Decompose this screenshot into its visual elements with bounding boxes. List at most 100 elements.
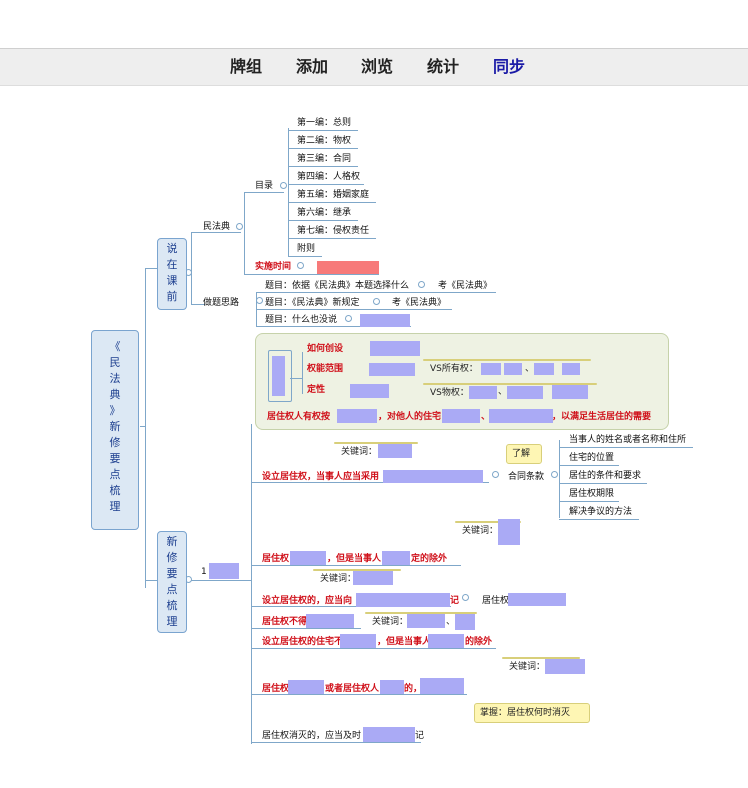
vs2-mask-2[interactable] [507,386,543,399]
juzhu2-mask-1[interactable] [290,551,326,565]
xiaomie-part-a[interactable]: 居住权消灭的，应当及时 [262,731,362,741]
sheli3-part-a[interactable]: 设立居住权的住宅不 [262,637,344,647]
node-mulu[interactable]: 目录 [255,181,274,191]
keyword-note-2[interactable]: 关键词： [455,521,521,536]
juzhu-main-part-a[interactable]: 居住权人有权按 [267,412,331,422]
sheli1-text[interactable]: 设立居住权，当事人应当采用 [262,472,380,482]
sheli3-mask-1[interactable] [340,634,376,648]
juzhu5-mask-3[interactable] [420,678,464,694]
nav-add[interactable]: 添加 [296,57,329,76]
q1-text[interactable]: 题目：依据《民法典》本题选择什么 [265,281,410,291]
juzhu5-part-a[interactable]: 居住权 [262,684,290,694]
nav-browse[interactable]: 浏览 [361,57,394,76]
sheli3-mask-2[interactable] [428,634,464,648]
vs-ownership-note[interactable]: VS所有权： [423,359,591,374]
sheli1-mask[interactable] [383,470,483,483]
node-minfadian[interactable]: 民法典 [203,222,231,232]
root-node[interactable]: 《 民 法 典 》 新 修 要 点 梳 理 [91,330,139,530]
vs1-mask-3[interactable] [534,363,554,375]
juzhu2-part-c[interactable]: 定的除外 [411,554,448,564]
chapter-6[interactable]: 第六编：继承 [297,208,352,218]
xiaomie-part-b[interactable]: 记 [415,731,425,741]
juzhu5-mask-1[interactable] [288,680,324,694]
hetong-item-2[interactable]: 住宅的位置 [569,453,615,463]
branch1-node[interactable]: 说 在 课 前 [157,238,187,310]
juzhu5-part-c[interactable]: 的， [404,684,423,694]
xiaomie-mask[interactable] [363,727,415,742]
hetong-node[interactable]: 合同条款 [508,472,545,482]
keyword-note-3[interactable]: 关键词： [313,569,401,584]
keyword-note-1[interactable]: 关键词： [334,442,418,457]
nav-decks[interactable]: 牌组 [230,57,263,76]
vs1-mask-2[interactable] [504,363,522,375]
juzhu5-mask-2[interactable] [380,680,404,694]
chapter-7[interactable]: 第七编：侵权责任 [297,226,370,236]
node-n1-number[interactable]: 1 [201,567,207,577]
q1-toggle[interactable] [418,281,425,288]
chapter-3[interactable]: 第三编：合同 [297,154,352,164]
keyword-mask-4a[interactable] [407,614,445,628]
mulu-toggle[interactable] [280,182,287,189]
juzhu5-part-b[interactable]: 或者居住权人 [325,684,380,694]
node-shishi[interactable]: 实施时间 [255,262,292,272]
chapter-8[interactable]: 附则 [297,244,316,254]
liaojie-note[interactable]: 了解 [506,444,542,464]
keyword-mask-3[interactable] [353,571,393,585]
juzhu-main-part-c[interactable]: 、 [481,412,491,422]
shishi-toggle[interactable] [297,262,304,269]
juzhu-tail-mask[interactable] [508,593,566,606]
hetong-item-1[interactable]: 当事人的姓名或者名称和住所 [569,435,687,445]
q2-text[interactable]: 题目：《民法典》新规定 [265,298,360,308]
dingxing-mask[interactable] [350,384,389,398]
chapter-2[interactable]: 第二编：物权 [297,136,352,146]
juzhu-main-mask-2[interactable] [442,409,480,423]
chapter-5[interactable]: 第五编：婚姻家庭 [297,190,370,200]
q3-text[interactable]: 题目：什么也没说 [265,315,338,325]
juzhu-main-mask-1[interactable] [337,409,377,423]
juzhu-main-part-d[interactable]: ，以满足生活居住的需要 [552,412,652,422]
keyword-mask-2[interactable] [498,519,520,545]
sheli2-part-b[interactable]: 记 [450,596,460,606]
q3-toggle[interactable] [345,315,352,322]
keyword-mask-5[interactable] [545,659,585,674]
shishi-red-mask[interactable] [317,261,379,274]
sheli2-mask[interactable] [356,593,450,607]
ruhe-mask[interactable] [370,341,420,356]
juzhu2-mask-2[interactable] [382,551,410,565]
sheli2-part-a[interactable]: 设立居住权的，应当向 [262,596,353,606]
node-zuoti[interactable]: 做题思路 [203,298,240,308]
keyword-mask-1[interactable] [378,444,412,458]
chapter-4[interactable]: 第四编：人格权 [297,172,361,182]
node-ruhe[interactable]: 如何创设 [307,344,344,354]
bude-mask[interactable] [306,614,354,628]
hetong-item-3[interactable]: 居住的条件和要求 [569,471,642,481]
q3-mask[interactable] [360,314,410,327]
juzhu-main-part-b[interactable]: ，对他人的住宅 [378,412,442,422]
quanneng-mask[interactable] [369,363,415,376]
sheli3-part-b[interactable]: ，但是当事人 [377,637,432,647]
branch2-node[interactable]: 新 修 要 点 梳 理 [157,531,187,633]
sheli1-toggle[interactable] [492,471,499,478]
juzhu2-part-a[interactable]: 居住权 [262,554,290,564]
node-dingxing[interactable]: 定性 [307,385,326,395]
q2-answer[interactable]: 考《民法典》 [392,298,447,308]
keyword-note-5[interactable]: 关键词： [502,657,580,672]
juzhu-main-mask-3[interactable] [489,409,553,423]
node-quanneng[interactable]: 权能范围 [307,364,344,374]
q1-answer[interactable]: 考《民法典》 [438,281,493,291]
vs1-mask-4[interactable] [562,363,580,375]
juzhu-tail-node[interactable]: 居住权 [482,596,510,606]
hetong-toggle[interactable] [551,471,558,478]
vs-property-note[interactable]: VS物权： [423,383,597,398]
q2-toggle[interactable] [373,298,380,305]
n1-mask[interactable] [209,563,239,579]
bude-text[interactable]: 居住权不得 [262,617,308,627]
nav-sync[interactable]: 同步 [493,57,526,76]
sheli2-toggle[interactable] [462,594,469,601]
vs1-mask-1[interactable] [481,363,501,375]
vs2-mask-1[interactable] [469,386,497,399]
chapter-1[interactable]: 第一编：总则 [297,118,352,128]
definition-mask[interactable] [272,356,285,396]
zhangwo-note[interactable]: 掌握：居住权何时消灭 [474,703,590,723]
vs2-mask-3[interactable] [552,385,588,399]
